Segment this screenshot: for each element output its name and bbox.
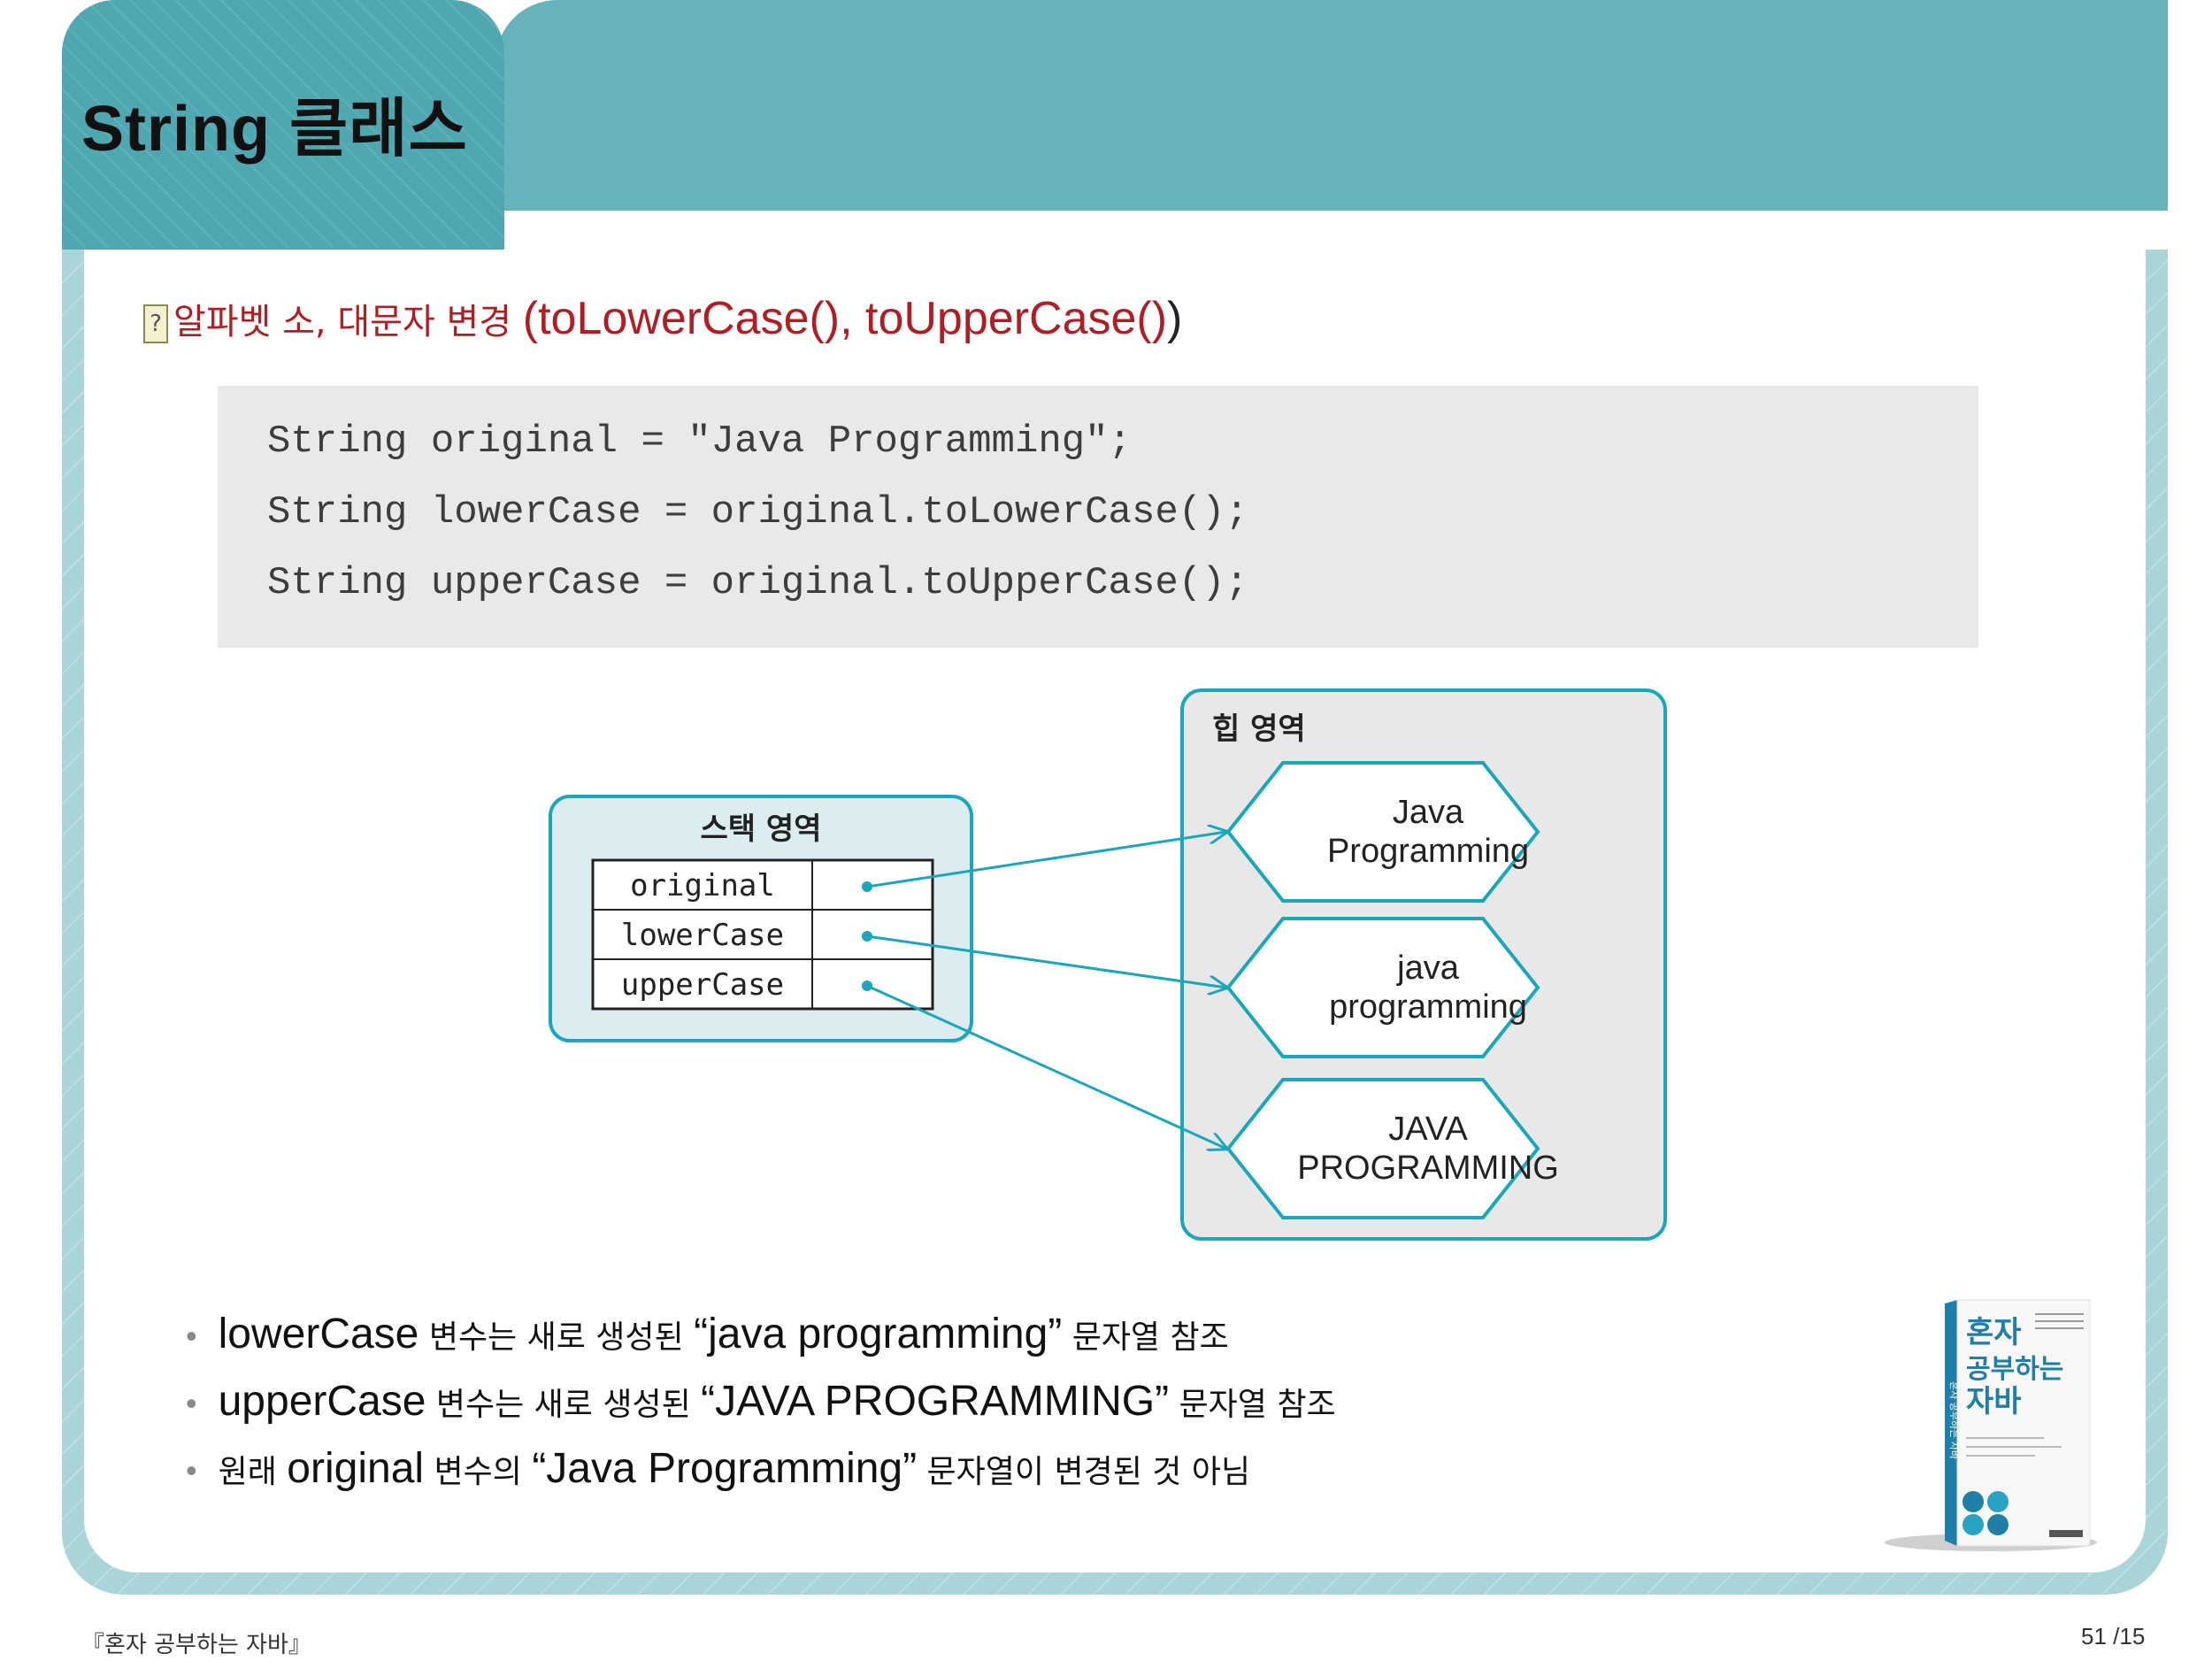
bullet-text: 변수는 새로 생성된 bbox=[426, 1387, 702, 1423]
heading-text: 알파벳 소, 대문자 변경 bbox=[173, 302, 523, 342]
bullet-glyph-icon: ? bbox=[143, 304, 168, 343]
heap-object-2: java programming bbox=[1225, 917, 1540, 1058]
book-title-line: 공부하는 bbox=[1966, 1354, 2063, 1385]
bullet-text: original bbox=[287, 1445, 425, 1492]
book-cover-image: 혼자 공부하는 자바 혼자 공부하는 자바 bbox=[1885, 1299, 2097, 1551]
header-bar bbox=[495, 0, 2168, 211]
heap-object-line: Java bbox=[1393, 794, 1464, 831]
bullet-text: 변수의 bbox=[424, 1454, 533, 1490]
bullet-text: 문자열 참조 bbox=[1062, 1319, 1229, 1356]
list-item: • lowerCase 변수는 새로 생성된 “java programming”… bbox=[186, 1310, 1229, 1358]
bullet-text: “java programming” bbox=[694, 1311, 1063, 1357]
heap-object-line: programming bbox=[1329, 988, 1527, 1026]
heap-object-line: java bbox=[1396, 950, 1460, 987]
title-tab bbox=[62, 0, 504, 283]
heap-object-line: JAVA bbox=[1388, 1111, 1468, 1148]
memory-diagram: 힙 영역 Java Programming java programming J… bbox=[549, 688, 1667, 1241]
bullet-dot-icon: • bbox=[186, 1385, 197, 1422]
list-item: • 원래 original 변수의 “Java Programming” 문자열이… bbox=[186, 1444, 1250, 1493]
page-title: String 클래스 bbox=[81, 94, 468, 165]
bullet-text: 원래 bbox=[218, 1454, 288, 1490]
book-title-line: 자바 bbox=[1966, 1384, 2022, 1419]
bullet-text: 문자열 참조 bbox=[1169, 1387, 1336, 1423]
bullet-text: lowerCase bbox=[218, 1311, 419, 1357]
bullet-text: upperCase bbox=[218, 1378, 426, 1425]
book-spine-text: 혼자 공부하는 자바 bbox=[1948, 1381, 1961, 1459]
list-item: • upperCase 변수는 새로 생성된 “JAVA PROGRAMMING”… bbox=[186, 1377, 1336, 1426]
bullet-text: “Java Programming” bbox=[532, 1445, 918, 1492]
reference-arrow bbox=[866, 832, 1226, 888]
reference-arrow bbox=[866, 984, 1226, 1149]
heap-label: 힙 영역 bbox=[1212, 711, 1306, 747]
bullet-text: “JAVA PROGRAMMING” bbox=[701, 1378, 1170, 1425]
code-line: String lowerCase = original.toLowerCase(… bbox=[267, 490, 1248, 534]
bullet-dot-icon: • bbox=[186, 1452, 197, 1489]
variable-table: original lowerCase upperCase bbox=[591, 858, 934, 1011]
variable-name: lowerCase bbox=[621, 918, 784, 953]
stack-label: 스택 영역 bbox=[701, 811, 822, 847]
heap-object-1: Java Programming bbox=[1225, 761, 1540, 903]
reference-arrow bbox=[866, 934, 1226, 988]
bullet-text: 변수는 새로 생성된 bbox=[419, 1319, 695, 1356]
footer-book-title: 『혼자 공부하는 자바』 bbox=[81, 1632, 311, 1658]
book-title-line: 혼자 bbox=[1966, 1315, 2022, 1350]
code-line: String original = "Java Programming"; bbox=[267, 419, 1132, 464]
reference-arrows bbox=[862, 832, 1226, 1149]
page-number: 51 /15 bbox=[2081, 1623, 2146, 1649]
bullet-dot-icon: • bbox=[186, 1318, 197, 1355]
section-heading: ?알파벳 소, 대문자 변경 (toLowerCase(), toUpperCa… bbox=[143, 292, 1182, 345]
heading-close-paren: ) bbox=[1167, 293, 1183, 344]
heading-methods: (toLowerCase(), toUpperCase() bbox=[522, 293, 1168, 344]
code-block: String original = "Java Programming"; St… bbox=[218, 386, 1978, 648]
code-line: String upperCase = original.toUpperCase(… bbox=[267, 561, 1248, 605]
bullet-text: 문자열이 변경된 것 아님 bbox=[917, 1454, 1251, 1490]
variable-name: original bbox=[630, 868, 775, 904]
heap-object-3: JAVA PROGRAMMING bbox=[1225, 1078, 1559, 1219]
heap-object-line: Programming bbox=[1327, 833, 1529, 870]
heap-object-line: PROGRAMMING bbox=[1297, 1150, 1559, 1187]
variable-name: upperCase bbox=[621, 967, 784, 1003]
